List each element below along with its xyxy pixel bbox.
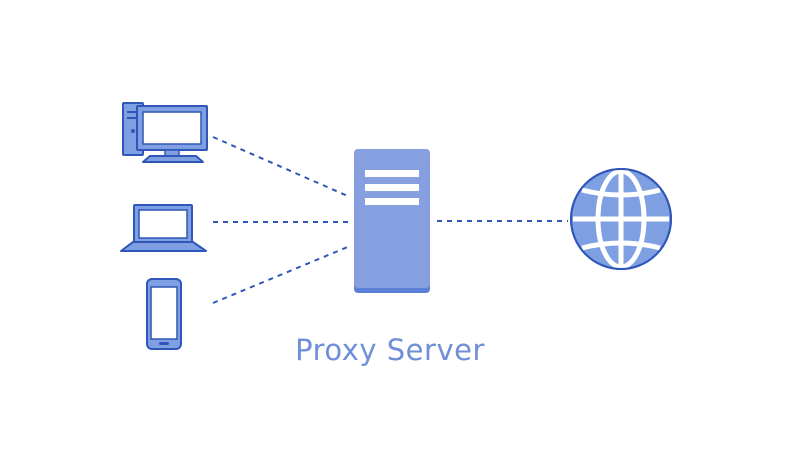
connections	[212, 136, 568, 304]
server-slot-1	[365, 170, 419, 177]
proxy-server-label: Proxy Server	[295, 333, 485, 367]
desktop-computer-icon	[122, 102, 208, 163]
server-body	[354, 149, 430, 288]
smartphone-icon	[146, 278, 182, 350]
desktop-keyboard	[142, 155, 204, 163]
laptop-icon	[120, 204, 207, 252]
phone-screen	[150, 286, 178, 340]
server-icon	[354, 149, 430, 293]
server-slot-3	[365, 198, 419, 205]
globe-icon	[570, 168, 672, 270]
laptop-base	[120, 241, 207, 252]
server-slot-2	[365, 184, 419, 191]
connection-desktop-proxy	[212, 136, 351, 198]
connection-phone-proxy	[212, 245, 351, 304]
